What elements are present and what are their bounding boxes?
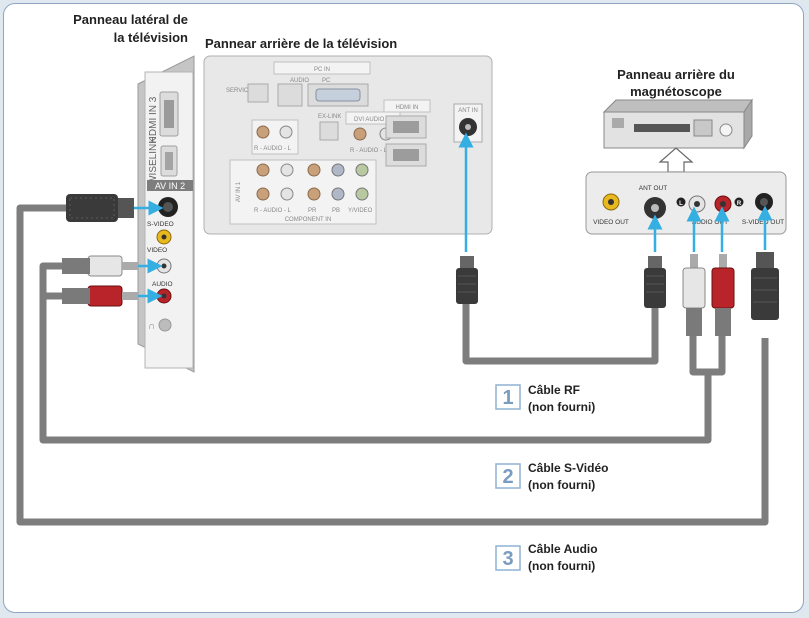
rf-cable-route bbox=[462, 300, 659, 365]
rear-dvi-label: DVI AUDIO IN bbox=[354, 117, 392, 123]
svg-text:∩: ∩ bbox=[148, 321, 155, 332]
tv-side-panel: HDMI IN 3 WISELINK AV IN 2 S-VIDEO VIDEO… bbox=[137, 55, 195, 373]
headphone-jack bbox=[158, 318, 172, 332]
vcr-audio-out-label: AUDIO OUT bbox=[692, 219, 728, 226]
svideo-plug-left bbox=[66, 194, 134, 222]
rear-pr-label: PR bbox=[308, 208, 317, 214]
rear-audio-out-label: R - AUDIO - L bbox=[254, 146, 292, 152]
cable-legend-3: 3 Câble Audio (non fourni) bbox=[495, 542, 598, 573]
rear-y-video-label: Y/VIDEO bbox=[348, 208, 373, 214]
rear-hdmi-label: HDMI IN bbox=[396, 105, 419, 111]
audio-cable-route bbox=[39, 262, 726, 444]
vcr-title-line1: Panneau arrière du bbox=[617, 67, 735, 82]
vcr-left-mark: L bbox=[679, 201, 683, 207]
vcr-right-mark: R bbox=[737, 201, 742, 207]
side-audio-label: AUDIO bbox=[152, 281, 173, 288]
vcr-video-out-label: VIDEO OUT bbox=[593, 219, 629, 226]
rear-component-in-label: COMPONENT IN bbox=[285, 217, 332, 223]
cable-2-number: 2 bbox=[502, 466, 513, 488]
side-panel-title-line1: Panneau latéral de bbox=[73, 12, 188, 27]
side-panel-title-line2: la télévision bbox=[114, 30, 188, 45]
rear-panel-title: Pannear arrière de la télévision bbox=[205, 36, 397, 51]
vcr-rear-panel: VIDEO OUT ANT OUT L R AUDIO OUT S-VIDEO … bbox=[585, 171, 787, 235]
side-svideo-label: S-VIDEO bbox=[147, 221, 174, 228]
cable-1-number: 1 bbox=[502, 387, 513, 409]
cable-routes bbox=[16, 204, 769, 526]
svideo-cable-route bbox=[16, 204, 769, 526]
connection-arrows bbox=[134, 132, 773, 304]
cable-3-number: 3 bbox=[502, 548, 513, 570]
rear-audio-label: AUDIO bbox=[290, 78, 309, 84]
vcr-ant-out-label: ANT OUT bbox=[639, 185, 667, 192]
vcr-device bbox=[602, 98, 753, 150]
rf-plug-vcr bbox=[644, 256, 666, 308]
rear-component-jacks bbox=[256, 163, 369, 201]
rear-pb-label: PB bbox=[332, 208, 340, 214]
svideo-plug-vcr bbox=[751, 252, 779, 320]
cable-2-name: Câble S-Vidéo bbox=[528, 461, 608, 475]
rear-pc-label: PC bbox=[322, 78, 331, 84]
side-video-label: VIDEO bbox=[147, 247, 167, 254]
cable-3-note: (non fourni) bbox=[528, 559, 595, 573]
cable-legend-1: 1 Câble RF (non fourni) bbox=[495, 383, 595, 414]
rear-exlink-label: EX-LINK bbox=[318, 114, 341, 120]
vcr-pointer-arrow bbox=[658, 147, 694, 173]
side-av-in-label: AV IN 2 bbox=[155, 181, 185, 191]
vcr-svideo-out-label: S-VIDEO OUT bbox=[742, 219, 784, 226]
side-hdmi-label: HDMI IN 3 bbox=[148, 96, 159, 143]
cable-2-note: (non fourni) bbox=[528, 478, 595, 492]
audio-plug-white-left bbox=[62, 255, 138, 277]
audio-plugs-vcr bbox=[682, 254, 735, 336]
cable-3-name: Câble Audio bbox=[528, 542, 598, 556]
rear-component-audio-label: R - AUDIO - L bbox=[254, 208, 292, 214]
vcr-title-line2: magnétoscope bbox=[630, 84, 722, 99]
cable-legend-2: 2 Câble S-Vidéo (non fourni) bbox=[495, 461, 608, 492]
rf-plug-tv bbox=[456, 256, 478, 304]
side-wiselink-label: WISELINK bbox=[148, 137, 159, 185]
tv-rear-panel: PC IN AUDIO PC SERVICE R - AUDIO - L EX-… bbox=[203, 55, 493, 235]
audio-plug-red-left bbox=[62, 285, 138, 307]
cable-1-name: Câble RF bbox=[528, 383, 580, 397]
cable-1-note: (non fourni) bbox=[528, 400, 595, 414]
rear-av-in-label: AV IN 1 bbox=[236, 181, 242, 202]
rear-pc-in-label: PC IN bbox=[314, 67, 330, 73]
rear-dvi-audio-label: R - AUDIO - L bbox=[350, 148, 388, 154]
rear-ant-in-label: ANT IN bbox=[458, 108, 478, 114]
rear-service-label: SERVICE bbox=[226, 88, 252, 94]
